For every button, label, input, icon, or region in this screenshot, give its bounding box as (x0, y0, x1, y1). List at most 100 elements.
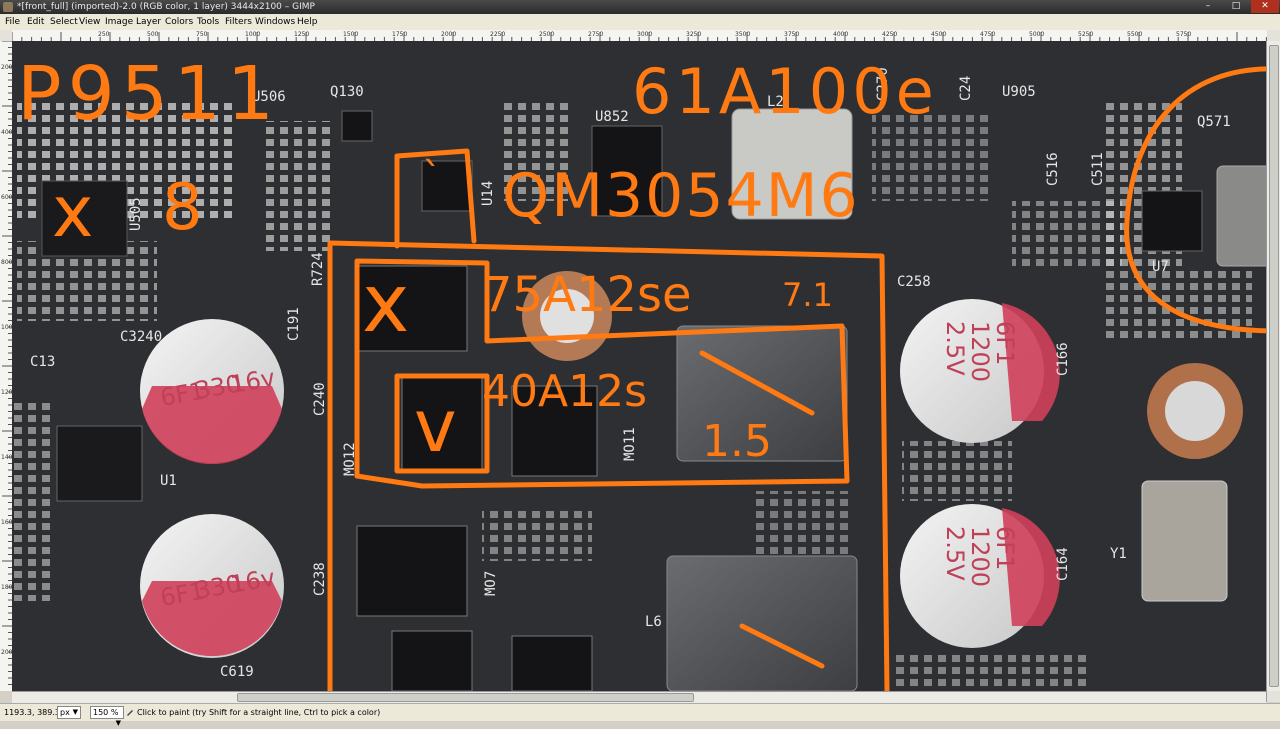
menu-select[interactable]: Select (50, 17, 78, 27)
zoom-select[interactable]: 150 %▼ (90, 706, 124, 727)
ruler-tick-label: 2750 (588, 31, 603, 38)
silk-label: C511 (1090, 152, 1106, 186)
menu-layer[interactable]: Layer (136, 17, 162, 27)
ruler-tick-label: 3750 (784, 31, 799, 38)
cap-label-line3: 6F1 (991, 526, 1019, 570)
silk-label: C3240 (120, 329, 162, 345)
cap-label-line2: 1200 (966, 321, 994, 382)
menu-colors[interactable]: Colors (165, 17, 194, 27)
annotation-slash-upper (699, 350, 815, 416)
ruler-tick-label: 1600 (1, 519, 12, 526)
ic-chips (41, 110, 1203, 691)
maximize-button[interactable]: □ (1231, 1, 1241, 11)
menu-bar: File Edit Select View Image Layer Colors… (0, 14, 1280, 31)
menu-view[interactable]: View (79, 17, 101, 27)
ruler-tick-label: 1800 (1, 584, 12, 591)
silk-label: MO7 (483, 571, 499, 596)
image-canvas[interactable]: 6F1 330 16v 6F1 330 16v 2.5V 1200 6F1 2.… (12, 41, 1267, 691)
menu-tools[interactable]: Tools (197, 17, 220, 27)
silk-label: L6 (645, 614, 662, 630)
ruler-tick-label: 400 (1, 129, 12, 136)
horizontal-scroll-thumb[interactable] (237, 693, 694, 702)
ruler-tick-label: 5000 (1029, 31, 1044, 38)
ruler-tick-label: 1500 (343, 31, 358, 38)
silkscreen-labels: C3240 C13 U505 U506 Q130 R724 C191 C240 … (30, 67, 1231, 680)
annotation-center-top: QM3054M6 (502, 161, 860, 231)
ruler-tick-label: 800 (1, 259, 12, 266)
close-button[interactable]: ✕ (1251, 0, 1279, 13)
cap-label-line1: 2.5V (941, 526, 969, 581)
silk-label: C13 (30, 354, 55, 370)
silk-label: Q130 (330, 84, 364, 100)
silk-label: C258 (897, 274, 931, 290)
ruler-tick-label: 2250 (490, 31, 505, 38)
silk-label: C240 (312, 382, 328, 416)
ruler-tick-label: 600 (1, 194, 12, 201)
zoom-follow-button[interactable] (1266, 30, 1280, 41)
ruler-tick-label: 3500 (735, 31, 750, 38)
annotation-mosfet-upper-note: 7.1 (782, 276, 833, 314)
minimize-button[interactable]: – (1205, 1, 1211, 11)
ruler-tick-label: 4500 (931, 31, 946, 38)
silk-label: U852 (595, 109, 629, 125)
pcb-image: 6F1 330 16v 6F1 330 16v 2.5V 1200 6F1 2.… (12, 41, 1267, 691)
ruler-tick-label: 500 (147, 31, 159, 38)
annotation-strokes (327, 66, 1267, 691)
cap-label-line2: 1200 (966, 526, 994, 587)
menu-help[interactable]: Help (297, 17, 318, 27)
ruler-tick-label: 1400 (1, 454, 12, 461)
annotation-mosfet-lower: 40A12s (482, 366, 647, 417)
annotation-mosfet-upper-mark: x (362, 257, 409, 350)
navigate-icon[interactable] (1266, 691, 1280, 702)
silk-label: U505 (128, 197, 144, 231)
annotation-mosfet-lower-note: 1.5 (702, 416, 772, 467)
menu-filters[interactable]: Filters (225, 17, 252, 27)
annotation-left-top: P9511 (17, 51, 280, 137)
vertical-scrollbar[interactable] (1266, 41, 1280, 691)
silk-label: MO11 (622, 427, 638, 461)
ruler-tick-label: 5750 (1176, 31, 1191, 38)
silk-label: U905 (1002, 84, 1036, 100)
silk-label: C238 (312, 562, 328, 596)
pointer-coordinates: 1193.3, 389.3 (4, 708, 60, 717)
annotation-small-mark: ` (422, 155, 442, 201)
annotation-top-right: 61A100e (632, 55, 938, 128)
ruler-tick-label: 3000 (637, 31, 652, 38)
silk-label: MO12 (342, 442, 358, 476)
silk-label: R724 (310, 252, 326, 286)
menu-edit[interactable]: Edit (27, 17, 45, 27)
annotation-mosfet-upper: 75A12se (482, 267, 692, 323)
silk-label: C619 (220, 664, 254, 680)
silk-label: U1 (160, 473, 177, 489)
annotation-left-note: 8 (162, 171, 203, 245)
chevron-down-icon: ▼ (72, 708, 78, 716)
unit-select[interactable]: px▼ (57, 706, 81, 719)
annotation-small-box (394, 148, 477, 249)
menu-file[interactable]: File (5, 17, 21, 27)
ruler-tick-label: 4250 (882, 31, 897, 38)
vertical-scroll-thumb[interactable] (1269, 45, 1279, 687)
gimp-app-icon (3, 2, 13, 12)
ruler-tick-label: 250 (98, 31, 110, 38)
horizontal-ruler-ticks: 250 500 750 1000 1250 1500 1750 2000 225… (12, 31, 1267, 41)
ruler-tick-label: 5500 (1127, 31, 1142, 38)
cap-label-line1: 2.5V (941, 321, 969, 376)
ruler-tick-label: 3250 (686, 31, 701, 38)
silk-label: L2 (767, 94, 784, 110)
menu-windows[interactable]: Windows (255, 17, 296, 27)
annotation-lower-box (394, 373, 490, 474)
status-message: Click to paint (try Shift for a straight… (137, 708, 381, 717)
silk-label: C166 (1055, 342, 1071, 376)
annotation-slash-lower (739, 623, 825, 669)
annotation-mosfet-lower-mark: v (414, 384, 457, 468)
ruler-tick-label: 1000 (245, 31, 260, 38)
silk-label: C270 (875, 67, 891, 101)
ruler-tick-label: 1000 (1, 324, 12, 331)
menu-image[interactable]: Image (105, 17, 134, 27)
horizontal-scrollbar[interactable] (12, 691, 1267, 703)
title-bar: *[front_full] (imported)-2.0 (RGB color,… (0, 0, 1280, 14)
paintbrush-icon (127, 710, 133, 716)
crystal-y1 (1141, 480, 1228, 602)
status-bar: 1193.3, 389.3 px▼ 150 %▼ Click to paint … (0, 703, 1280, 727)
silk-label: U14 (480, 181, 496, 206)
